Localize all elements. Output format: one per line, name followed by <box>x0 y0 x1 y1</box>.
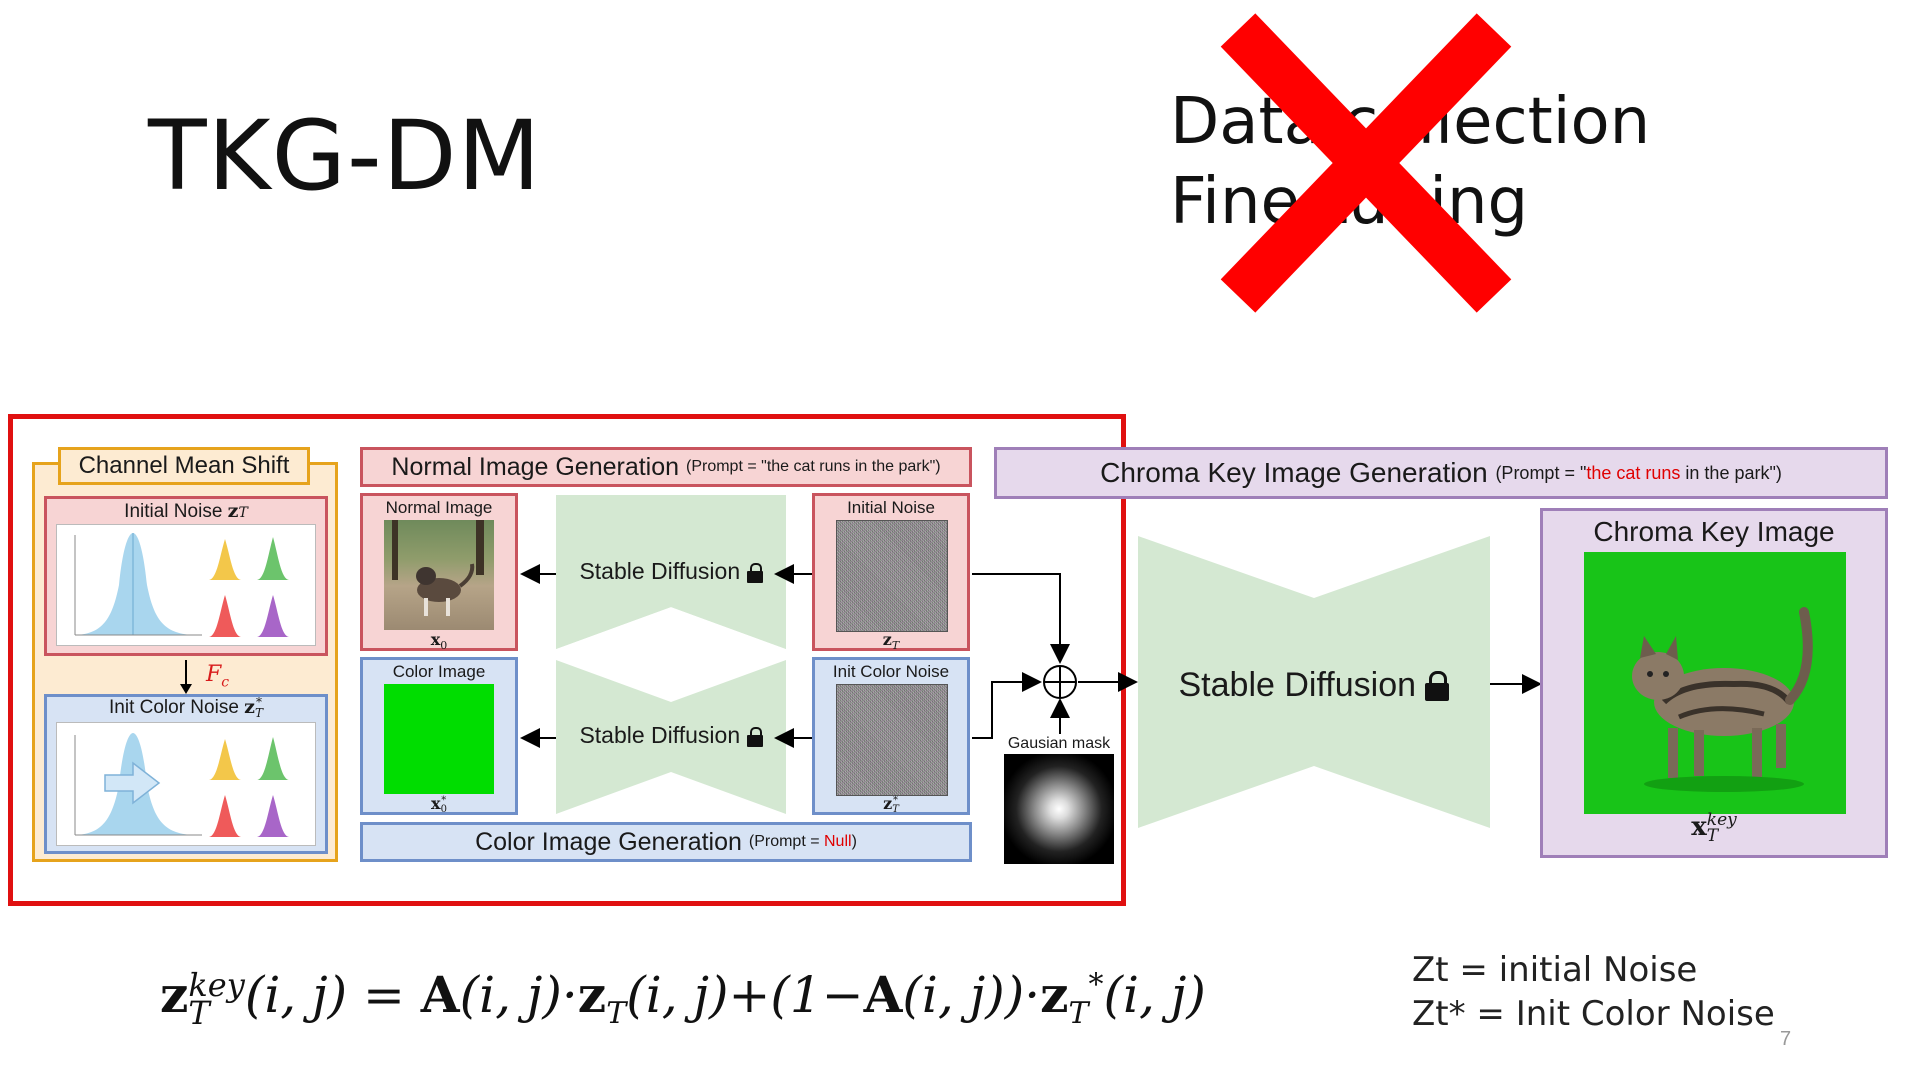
color-image-swatch <box>384 684 494 794</box>
chroma-key-output-label: Chroma Key Image <box>1593 516 1835 547</box>
color-image-symbol: x*0 <box>431 794 447 815</box>
initial-noise-distribution-label: Initial Noise zT <box>124 500 248 522</box>
color-image-generation-header: Color Image Generation (Prompt = Null) <box>360 822 972 862</box>
init-color-noise-symbol: z*T <box>883 794 899 815</box>
fc-label: Fc <box>206 662 230 691</box>
color-image-label: Color Image <box>392 662 486 681</box>
legend-line-zt-star: Zt* = Init Color Noise <box>1412 994 1775 1034</box>
gaussian-mask-image <box>1004 754 1114 864</box>
page-number: 7 <box>1780 1028 1792 1050</box>
cat-icon <box>1632 607 1813 792</box>
cat-icon <box>392 520 484 616</box>
stable-diffusion-color-label: Stable Diffusion <box>556 722 786 749</box>
stable-diffusion-normal-shape <box>556 495 786 649</box>
lock-icon <box>1425 671 1450 701</box>
init-color-noise-histograms <box>56 722 316 846</box>
gaussian-mask-label: Gausian mask <box>1007 735 1111 752</box>
normal-image-thumbnail <box>384 520 494 630</box>
chroma-key-image <box>1584 552 1846 814</box>
fc-arrow-icon <box>180 660 192 694</box>
normal-image-generation-header: Normal Image Generation (Prompt = "the c… <box>360 447 972 487</box>
stable-diffusion-normal-label: Stable Diffusion <box>556 558 786 585</box>
lock-icon <box>746 563 763 583</box>
stable-diffusion-chroma-label: Stable Diffusion <box>1138 666 1490 705</box>
initial-noise-label: Initial Noise <box>847 498 935 517</box>
init-color-noise-image <box>836 684 948 796</box>
init-color-noise-label: Init Color Noise <box>832 662 950 681</box>
sum-junction-icon <box>1043 665 1077 699</box>
normal-image-symbol: x0 <box>430 630 448 653</box>
stable-diffusion-color-shape <box>556 660 786 814</box>
chroma-key-generation-header: Chroma Key Image Generation (Prompt = "t… <box>994 447 1888 499</box>
stable-diffusion-chroma-shape <box>1138 536 1490 828</box>
legend-line-zt: Zt = initial Noise <box>1412 950 1698 990</box>
channel-mean-shift-title: Channel Mean Shift <box>58 447 310 485</box>
initial-noise-image <box>836 520 948 632</box>
initial-noise-histograms <box>56 524 316 646</box>
slide-title: TKG-DM <box>148 100 542 212</box>
init-color-noise-distribution-label: Init Color Noise z*T <box>109 694 263 720</box>
symbol-legend: Zt = initial Noise Zt* = Init Color Nois… <box>1412 948 1775 1036</box>
lock-icon <box>746 727 763 747</box>
normal-image-label: Normal Image <box>385 498 493 517</box>
initial-noise-symbol: zT <box>882 630 900 653</box>
highlight-frame <box>8 414 1126 906</box>
